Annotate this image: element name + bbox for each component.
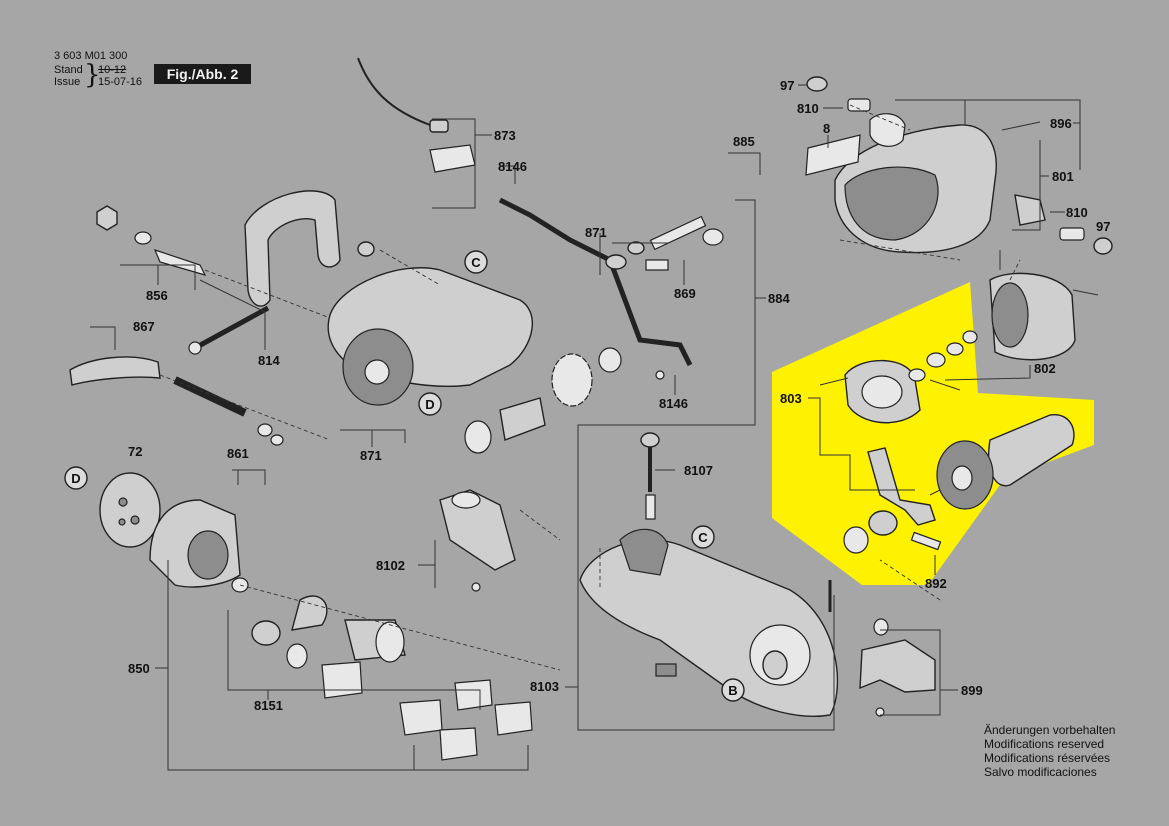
part-label-p814: 814 bbox=[258, 353, 280, 368]
callouts: C D D C B bbox=[64, 250, 745, 702]
part-label-p810a: 810 bbox=[797, 101, 819, 116]
hex-nut-left bbox=[96, 205, 375, 276]
stand-label: Stand bbox=[54, 64, 83, 76]
part-label-p8103: 8103 bbox=[530, 679, 559, 694]
brush-holder-810-right bbox=[1014, 194, 1113, 255]
part-label-p892: 892 bbox=[925, 576, 947, 591]
part-label-p810b: 810 bbox=[1066, 205, 1088, 220]
part-label-p896: 896 bbox=[1050, 116, 1072, 131]
handle-grip bbox=[244, 190, 341, 307]
part-label-p899: 899 bbox=[961, 683, 983, 698]
note-german: Änderungen vorbehalten bbox=[984, 723, 1116, 737]
brush-holder-810-top bbox=[806, 76, 871, 112]
modifications-notice: Änderungen vorbehalten Modifications res… bbox=[984, 723, 1115, 779]
bearing-bracket bbox=[149, 499, 249, 593]
part-label-p8: 8 bbox=[823, 121, 830, 136]
bearing-rings bbox=[843, 330, 978, 554]
lever-899 bbox=[859, 618, 936, 717]
part-label-p72: 72 bbox=[128, 444, 142, 459]
part-label-p871b: 871 bbox=[360, 448, 382, 463]
part-label-p803: 803 bbox=[780, 391, 802, 406]
part-label-p802: 802 bbox=[1034, 361, 1056, 376]
part-label-p801: 801 bbox=[1052, 169, 1074, 184]
stator-802 bbox=[989, 250, 1099, 361]
part-label-p8151: 8151 bbox=[254, 698, 283, 713]
callout-c2: C bbox=[691, 525, 715, 549]
brace-glyph: } bbox=[84, 60, 101, 90]
lower-guard-8103 bbox=[579, 528, 839, 717]
part-label-p8107: 8107 bbox=[684, 463, 713, 478]
bracket-8102 bbox=[439, 489, 516, 592]
part-label-p850: 850 bbox=[128, 661, 150, 676]
part-label-p8146b: 8146 bbox=[659, 396, 688, 411]
issue-date: 15-07-16 bbox=[98, 76, 143, 88]
highlight-region bbox=[772, 282, 1094, 585]
part-label-p871a: 871 bbox=[585, 225, 607, 240]
pins-871 bbox=[605, 215, 724, 271]
note-english: Modifications reserved bbox=[984, 737, 1105, 751]
torsion-spring bbox=[464, 347, 622, 454]
note-french: Modifications réservées bbox=[984, 751, 1111, 765]
part-label-p856: 856 bbox=[146, 288, 168, 303]
callout-letter-c2: C bbox=[698, 530, 708, 545]
fan-baffle-803 bbox=[844, 359, 921, 424]
callout-d2: D bbox=[64, 466, 88, 490]
cable-873 bbox=[357, 57, 476, 173]
guard-linkage bbox=[498, 197, 693, 380]
assembly-dashes bbox=[159, 104, 1021, 671]
gear-case-upper bbox=[327, 267, 534, 406]
part-label-p8146a: 8146 bbox=[498, 159, 527, 174]
stand-date: 10-12 bbox=[98, 64, 127, 76]
spring-892 bbox=[910, 531, 942, 551]
figure-badge: Fig./Abb. 2 bbox=[154, 64, 251, 84]
part-label-p873: 873 bbox=[494, 128, 516, 143]
armature-rotor bbox=[929, 414, 1075, 510]
callout-c1: C bbox=[464, 250, 488, 274]
part-label-p867: 867 bbox=[133, 319, 155, 334]
part-label-p97b: 97 bbox=[1096, 219, 1110, 234]
brake-lever bbox=[867, 447, 936, 526]
callout-d1: D bbox=[418, 392, 442, 416]
leader-lines bbox=[90, 84, 1081, 771]
part-label-p869: 869 bbox=[674, 286, 696, 301]
callout-letter-b1: B bbox=[728, 683, 737, 698]
part-label-p97a: 97 bbox=[780, 78, 794, 93]
disc-72 bbox=[99, 472, 161, 548]
callout-letter-d2: D bbox=[71, 471, 80, 486]
callout-letter-d1: D bbox=[425, 397, 434, 412]
part-label-p8102: 8102 bbox=[376, 558, 405, 573]
sleeves-8151 bbox=[251, 595, 533, 761]
note-spanish: Salvo modificaciones bbox=[984, 765, 1097, 779]
part-label-p861: 861 bbox=[227, 446, 249, 461]
bolt-8107 bbox=[640, 432, 660, 520]
motor-housing-801 bbox=[834, 113, 997, 254]
issue-label: Issue bbox=[54, 76, 81, 88]
callout-b1: B bbox=[721, 678, 745, 702]
part-label-p884: 884 bbox=[768, 291, 790, 306]
callout-letter-c1: C bbox=[471, 255, 481, 270]
nameplate-8 bbox=[805, 134, 861, 176]
part-label-p885: 885 bbox=[733, 134, 755, 149]
lever-867 bbox=[69, 356, 284, 446]
handle-bolt-814 bbox=[188, 305, 270, 355]
part-number: 3 603 M01 300 bbox=[54, 50, 128, 62]
